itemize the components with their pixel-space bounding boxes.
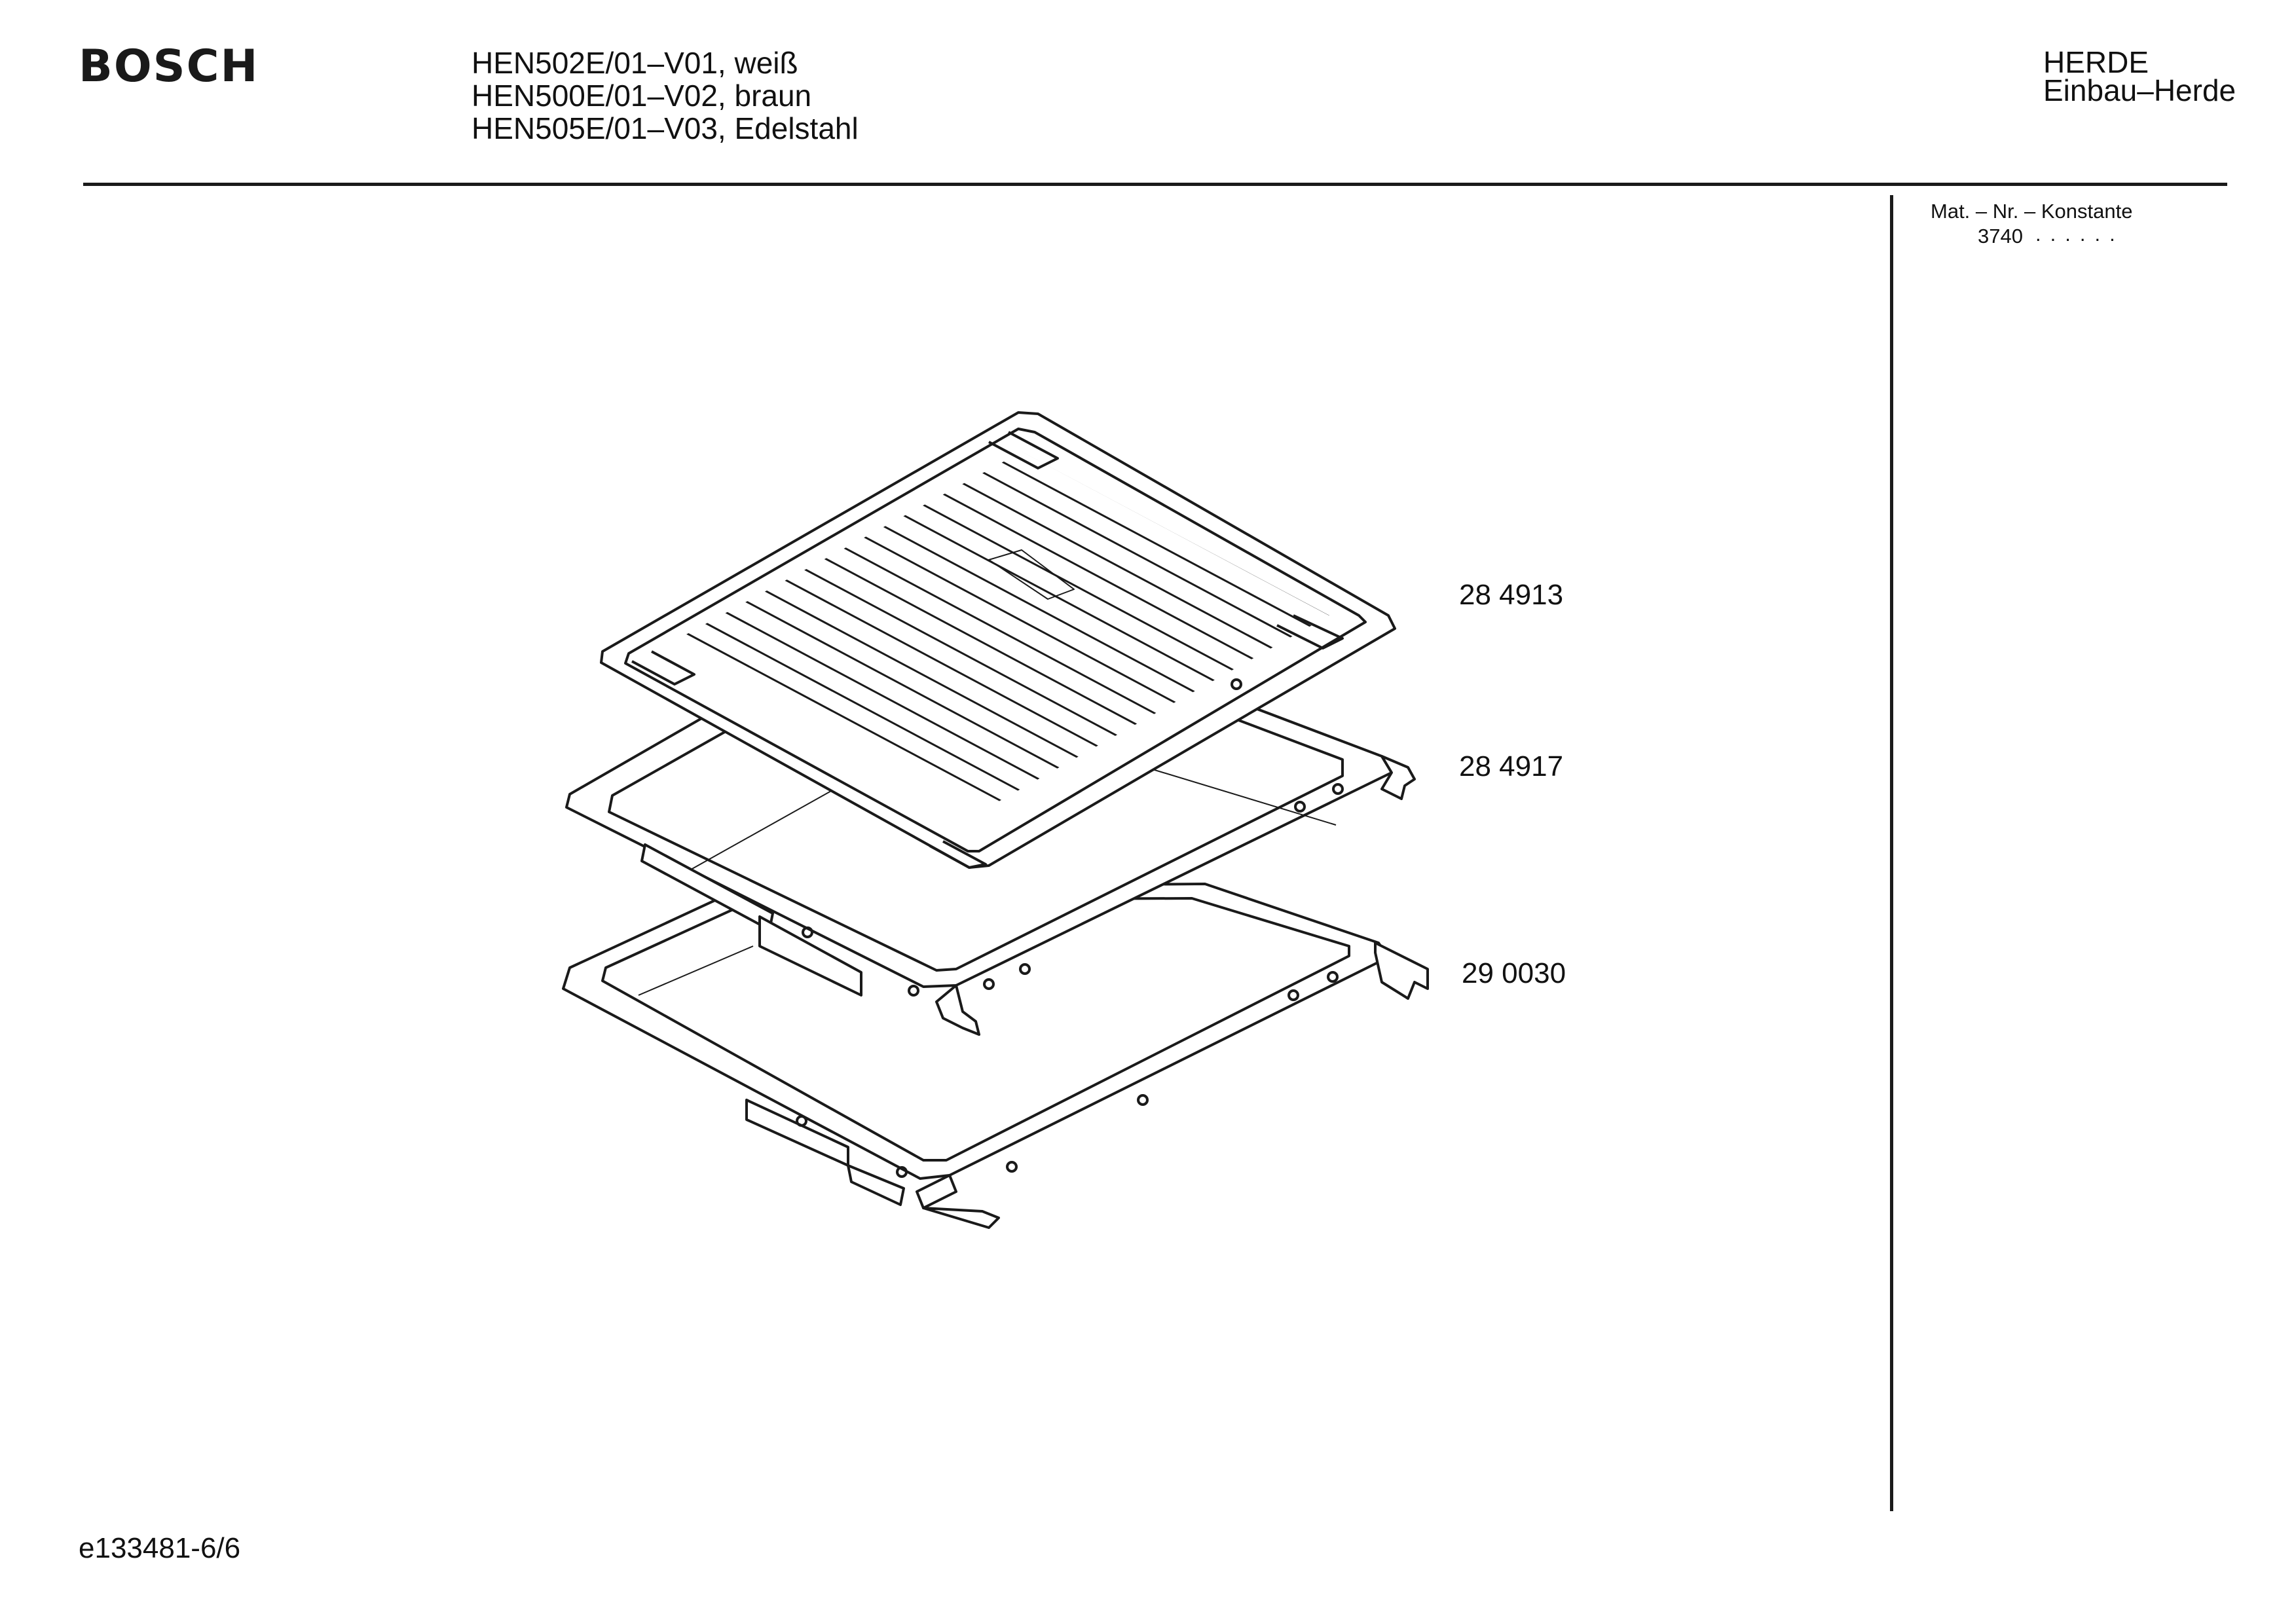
subcategory-title: Einbau–Herde [2043, 73, 2236, 107]
sidebar-divider [1890, 195, 1893, 1511]
model-line-1: HEN502E/01–V01, weiß [472, 46, 798, 80]
brand-logo: BOSCH [79, 41, 259, 92]
header-divider [83, 183, 2227, 186]
drawing-id: e133481-6/6 [79, 1532, 241, 1564]
part-number-28-4913: 28 4913 [1459, 579, 1564, 611]
model-line-3: HEN505E/01–V03, Edelstahl [472, 111, 859, 145]
model-line-2: HEN500E/01–V02, braun [472, 79, 812, 113]
mat-nr-value: 3740 [1978, 225, 2023, 247]
oven-grid-rack-icon [600, 411, 1396, 869]
mat-nr-dots: ...... [2035, 223, 2124, 246]
category-title: HERDE [2043, 45, 2149, 79]
mat-nr-label: Mat. – Nr. – Konstante [1931, 200, 2133, 223]
part-number-29-0030: 29 0030 [1462, 957, 1566, 989]
part-number-28-4917: 28 4917 [1459, 750, 1564, 782]
